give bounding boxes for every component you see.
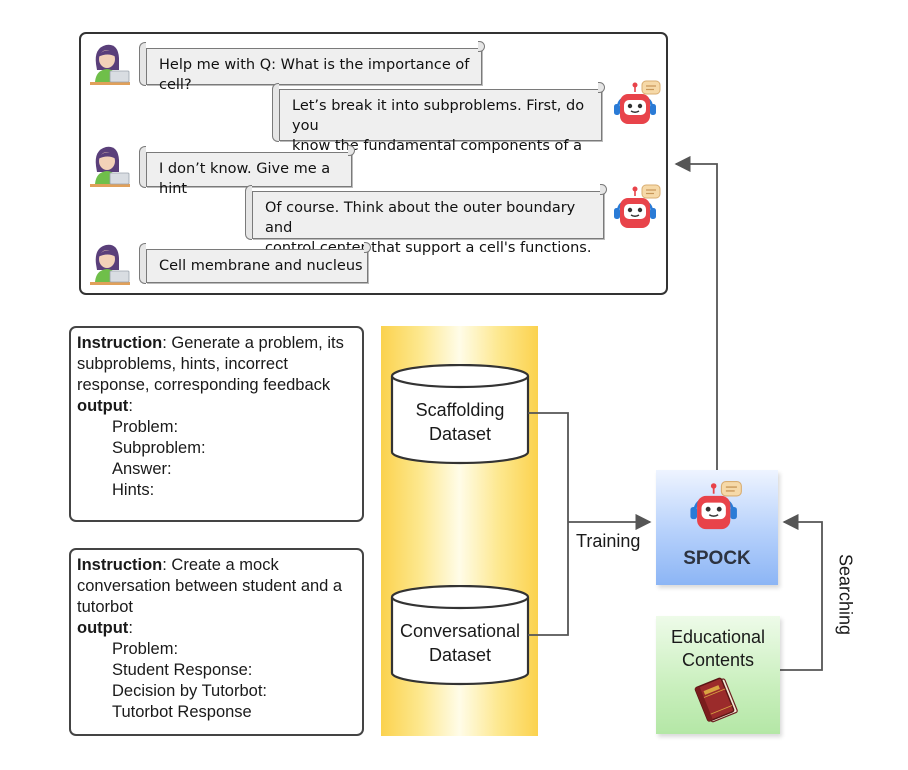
output-line: output: (77, 396, 356, 417)
scaffolding-dataset-cylinder (390, 364, 530, 465)
spock-label: SPOCK (683, 548, 751, 569)
educational-label-line: Contents (681, 650, 755, 670)
training-connector-top (528, 412, 569, 522)
output-field: Problem: (112, 418, 179, 436)
output-field: Decision by Tutorbot: (112, 682, 267, 700)
instruction-line: tutorbot (77, 598, 133, 616)
spock-robot-icon (686, 480, 748, 534)
spock-to-chat-arrow (674, 155, 718, 470)
searching-label: Searching (835, 553, 856, 636)
instruction-line: Instruction: Create a mock (77, 555, 356, 576)
output-colon: : (128, 397, 133, 415)
output-field: Tutorbot Response (112, 703, 252, 721)
chat-message-text: I don’t know. Give me a hint (159, 161, 331, 197)
chat-message-line: Let’s break it into subproblems. First, … (292, 98, 585, 134)
instruction-key: Instruction (77, 556, 163, 574)
book-icon (694, 677, 738, 723)
chat-message-text: Cell membrane and nucleus (159, 258, 363, 274)
educational-contents-box: Educational Contents (656, 616, 780, 734)
conversational-dataset-cylinder (390, 585, 530, 686)
output-key: output (77, 397, 129, 415)
output-field: Answer: (112, 460, 172, 478)
output-field: Hints: (112, 481, 155, 499)
scaffolding-dataset-label: Scaffolding Dataset (392, 398, 528, 446)
chat-message-student: Help me with Q: What is the importance o… (139, 41, 485, 93)
instruction-line: subproblems, hints, incorrect (77, 355, 288, 373)
searching-arrow (780, 513, 823, 671)
chat-message-student: I don’t know. Give me a hint (139, 145, 355, 197)
chat-message-tutorbot: Let’s break it into subproblems. First, … (272, 82, 605, 174)
instruction-text: : Create a mock (162, 556, 279, 574)
educational-label-line: Educational (670, 627, 766, 647)
dataset-label-line: Conversational (399, 621, 521, 641)
educational-label: Educational Contents (656, 626, 780, 672)
conversation-instruction-box: Instruction: Create a mock conversation … (69, 548, 364, 736)
conversational-dataset-label: Conversational Dataset (392, 619, 528, 667)
scaffolding-instruction-box: Instruction: Generate a problem, its sub… (69, 326, 364, 522)
chat-message-tutorbot: Of course. Think about the outer boundar… (245, 184, 607, 256)
instruction-key: Instruction (77, 334, 163, 352)
dataset-label-line: Dataset (428, 645, 492, 665)
instruction-text: : Generate a problem, its (162, 334, 344, 352)
instruction-line: response, corresponding feedback (77, 376, 331, 394)
spock-box: SPOCK (656, 470, 778, 585)
chat-message-student: Cell membrane and nucleus (139, 242, 371, 284)
instruction-line: conversation between student and a (77, 577, 343, 595)
output-field: Problem: (112, 640, 179, 658)
chat-message-text: Help me with Q: What is the importance o… (159, 57, 470, 93)
dataset-label-line: Scaffolding (415, 400, 505, 420)
dataset-label-line: Dataset (428, 424, 492, 444)
training-label: Training (576, 531, 641, 551)
instruction-line: Instruction: Generate a problem, its (77, 333, 356, 354)
chat-message-line: Of course. Think about the outer boundar… (265, 200, 576, 236)
output-line: output: (77, 618, 356, 639)
output-field: Subproblem: (112, 439, 206, 457)
training-connector-bottom (528, 522, 569, 636)
output-key: output (77, 619, 129, 637)
output-field: Student Response: (112, 661, 253, 679)
output-colon: : (128, 619, 133, 637)
